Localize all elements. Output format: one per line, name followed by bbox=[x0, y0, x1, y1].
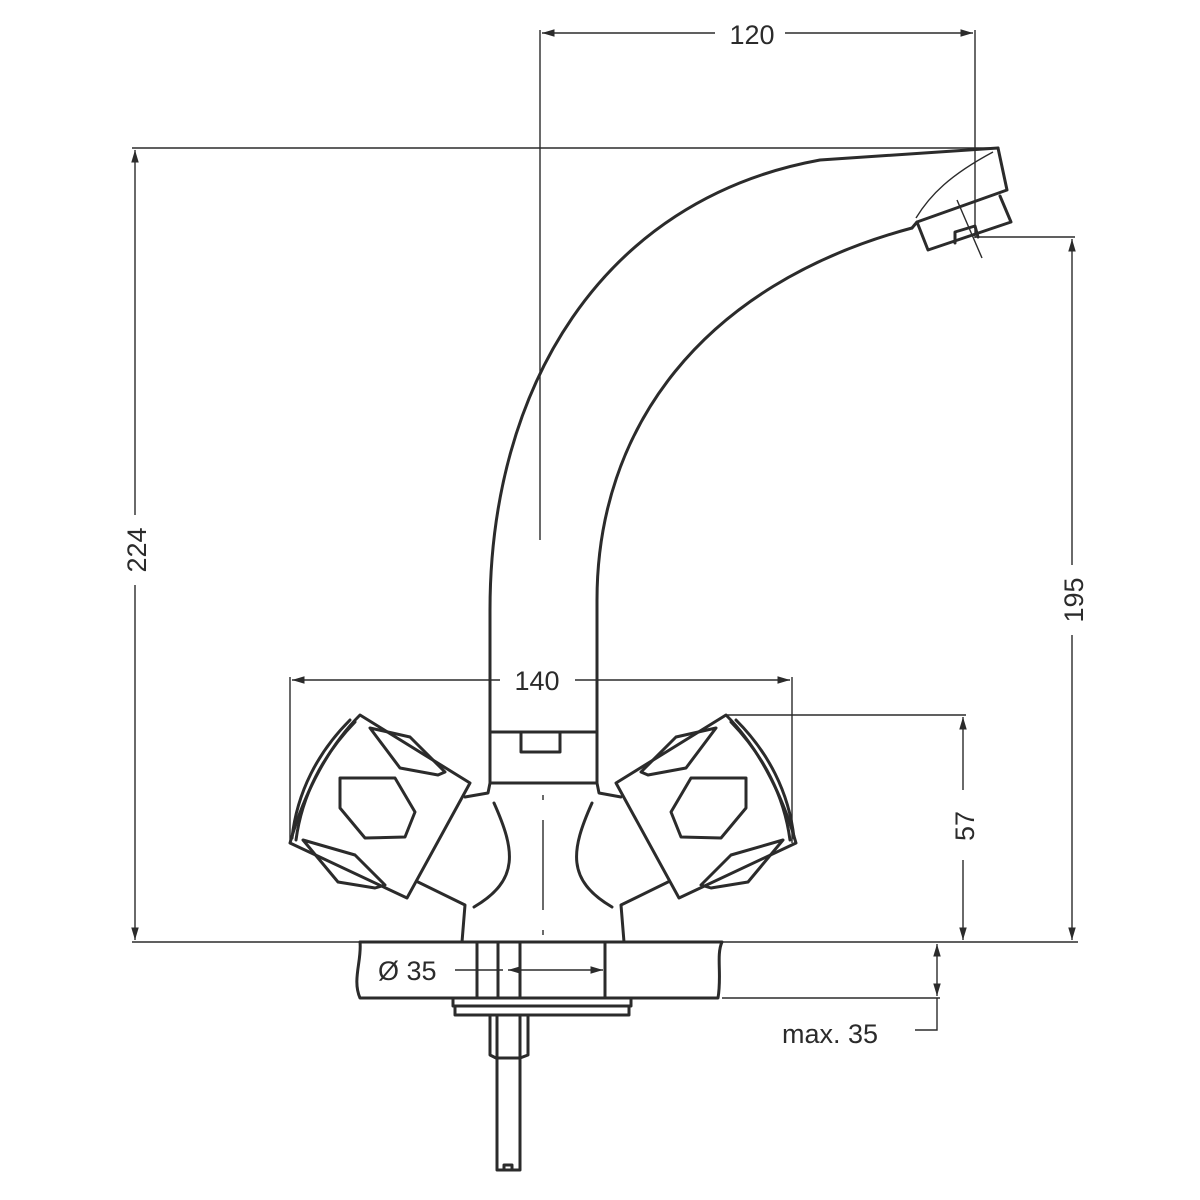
dim-max-deck: max. 35 bbox=[782, 1019, 878, 1049]
dim-handle-height: 57 bbox=[950, 811, 980, 841]
dimension-lines bbox=[131, 29, 1078, 1031]
dim-handle-span: 140 bbox=[514, 666, 559, 696]
dim-outlet-height: 195 bbox=[1059, 577, 1089, 622]
dim-spout-reach: 120 bbox=[729, 20, 774, 50]
right-handle bbox=[614, 713, 798, 900]
body bbox=[416, 781, 670, 944]
left-handle bbox=[288, 713, 472, 900]
dim-hole-diameter: Ø 35 bbox=[378, 956, 437, 986]
collar bbox=[488, 730, 599, 785]
spout bbox=[488, 146, 1013, 734]
dim-total-height: 224 bbox=[122, 527, 152, 572]
